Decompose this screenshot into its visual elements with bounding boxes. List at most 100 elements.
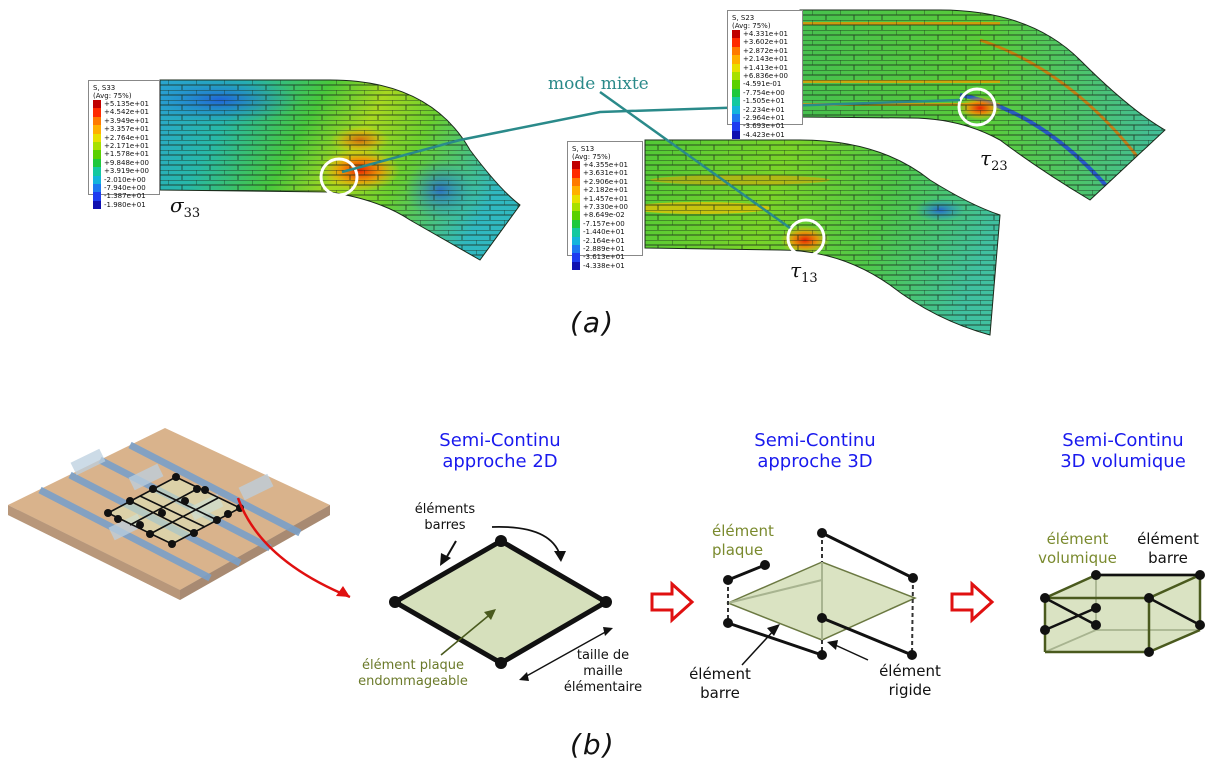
- legend-s33-row: +3.357e+01: [93, 125, 155, 134]
- legend-s13-value: +3.631e+01: [583, 169, 628, 178]
- legend-s13-swatch: [572, 194, 580, 203]
- legend-s33-value: +9.848e+00: [104, 158, 149, 167]
- legend-s23-swatch: [732, 71, 740, 81]
- legend-s13-swatch: [572, 261, 580, 271]
- anno-taille-maille: taille de maille élémentaire: [563, 648, 643, 695]
- legend-s33-swatch: [93, 150, 101, 159]
- panel-b-label: (b): [570, 728, 616, 761]
- anno-plaque-endommageable: élément plaque endommageable: [358, 658, 468, 689]
- legend-s23-swatch: [732, 55, 740, 64]
- legend-s23-value: +1.413e+01: [743, 63, 788, 72]
- anno-element-barre-3d: élément barre: [689, 665, 751, 702]
- legend-s23-row: -7.754e+00: [732, 88, 798, 98]
- legend-s23-row: -2.234e+01: [732, 105, 798, 114]
- legend-s33-swatch: [93, 175, 101, 184]
- zoom-arrowhead: [336, 586, 350, 597]
- legend-s23-row: -1.505e+01: [732, 97, 798, 106]
- legend-s13-row: +2.182e+01: [572, 186, 638, 195]
- mode-mixte-label: mode mixte: [548, 74, 649, 94]
- legend-s23-swatch: [732, 97, 740, 106]
- legend-s33-row: -7.940e+00: [93, 183, 155, 193]
- connector-to-t13: [599, 90, 791, 230]
- legend-s23-row: -4.591e-01: [732, 80, 798, 89]
- legend-s33-swatch: [93, 141, 101, 151]
- legend-s23-row: +2.872e+01: [732, 46, 798, 56]
- legend-s33-swatch: [93, 183, 101, 193]
- legend-s13-swatch: [572, 177, 580, 187]
- legend-s13-swatch: [572, 236, 580, 245]
- legend-s33-value: +3.919e+00: [104, 167, 149, 176]
- legend-s13-value: +8.649e-02: [583, 211, 625, 220]
- legend-s13-value: -4.338e+01: [583, 261, 625, 270]
- red-arrows: [650, 580, 995, 624]
- legend-s13-row: +1.457e+01: [572, 194, 638, 203]
- legend-s23-swatch: [732, 80, 740, 89]
- legend-s33-value: +2.171e+01: [104, 141, 149, 150]
- legend-s33-row: -1.980e+01: [93, 200, 155, 210]
- legend-s33-value: +2.764e+01: [104, 133, 149, 142]
- legend-s33-swatch: [93, 108, 101, 117]
- arrow-2d-to-3d: [650, 580, 695, 624]
- legend-s33-swatch: [93, 158, 101, 168]
- legend-s33-row: +4.542e+01: [93, 108, 155, 117]
- sigma-33-label: σ33: [170, 193, 201, 221]
- s13-stress-map: [644, 139, 1001, 336]
- legend-s33-swatch: [93, 200, 101, 210]
- legend-s23-row: +3.602e+01: [732, 38, 798, 47]
- legend-s33-swatch: [93, 192, 101, 201]
- legend-s23-value: -4.423e+01: [743, 130, 785, 139]
- legend-s13-swatch: [572, 202, 580, 212]
- legend-s13-swatch: [572, 169, 580, 178]
- woven-fabric-illustration: [8, 428, 351, 600]
- legend-s23-swatch: [732, 130, 740, 140]
- legend-s13-row: +7.330e+00: [572, 202, 638, 212]
- legend-s13-row: +3.631e+01: [572, 169, 638, 178]
- legend-s33-value: +4.542e+01: [104, 108, 149, 117]
- legend-s23-value: -3.693e+01: [743, 122, 785, 131]
- legend-s13-swatch: [572, 244, 580, 254]
- legend-s23-row: -4.423e+01: [732, 130, 798, 140]
- legend-s13-row: +2.906e+01: [572, 177, 638, 187]
- tau-13-label: τ13: [790, 258, 818, 286]
- legend-s33-value: +1.578e+01: [104, 150, 149, 159]
- legend-s13-swatch: [572, 161, 580, 170]
- legend-s33-value: -2.010e+00: [104, 175, 146, 184]
- legend-s33: S, S33 (Avg: 75%) +5.135e+01+4.542e+01+3…: [88, 80, 160, 210]
- legend-s23-value: -7.754e+00: [743, 88, 785, 97]
- panel-a-label: (a): [570, 306, 616, 339]
- anno-elements-barres: éléments barres: [414, 502, 476, 533]
- legend-s23-swatch: [732, 122, 740, 131]
- legend-s33-value: -1.980e+01: [104, 200, 146, 209]
- legend-s13-row: -3.613e+01: [572, 253, 638, 262]
- legend-s23-value: +2.143e+01: [743, 55, 788, 64]
- legend-s23-row: +1.413e+01: [732, 63, 798, 72]
- legend-s33-row: +3.949e+01: [93, 116, 155, 126]
- legend-s23-swatch: [732, 63, 740, 72]
- legend-s33-row: +2.171e+01: [93, 141, 155, 151]
- legend-s33-row: -1.387e+01: [93, 192, 155, 201]
- approche-2d-diagram: [389, 526, 613, 681]
- legend-s23-avg: (Avg: 75%): [732, 22, 771, 30]
- legend-s13-value: +1.457e+01: [583, 194, 628, 203]
- legend-s13-row: -7.157e+00: [572, 219, 638, 229]
- legend-s33-row: +2.764e+01: [93, 133, 155, 142]
- legend-s33-value: +5.135e+01: [104, 100, 149, 108]
- legend-s33-swatch: [93, 167, 101, 176]
- legend-s13-swatch: [572, 186, 580, 195]
- legend-s33-row: +1.578e+01: [93, 150, 155, 159]
- legend-s23-swatch: [732, 105, 740, 114]
- legend-s33-row: -2.010e+00: [93, 175, 155, 184]
- legend-s33-value: +3.357e+01: [104, 125, 149, 134]
- legend-s33-value: -1.387e+01: [104, 192, 146, 201]
- anno-element-rigide: élément rigide: [879, 662, 941, 699]
- legend-s33-row: +9.848e+00: [93, 158, 155, 168]
- legend-s23-row: +4.331e+01: [732, 30, 798, 39]
- legend-s33-value: -7.940e+00: [104, 183, 146, 192]
- legend-s13-value: +2.906e+01: [583, 177, 628, 186]
- legend-s13-swatch: [572, 219, 580, 229]
- legend-s23-value: +4.331e+01: [743, 30, 788, 38]
